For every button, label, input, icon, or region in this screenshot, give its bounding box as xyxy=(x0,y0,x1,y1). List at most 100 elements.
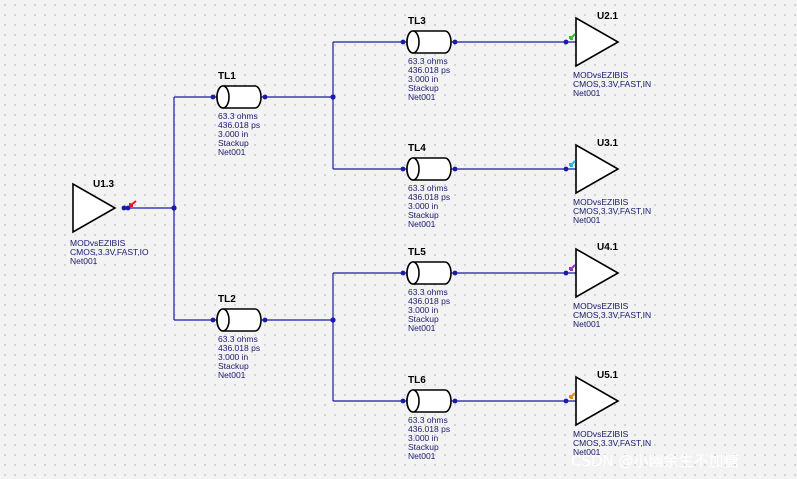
tline-net: Net001 xyxy=(408,219,436,229)
buffer-triangle-icon xyxy=(575,247,620,299)
tline-length: 3.000 in xyxy=(218,352,249,362)
receiver-net: Net001 xyxy=(573,319,601,329)
tline-net: Net001 xyxy=(408,323,436,333)
pin-dot[interactable] xyxy=(563,398,569,404)
tline-impedance: 63.3 ohms xyxy=(408,287,448,297)
tline-delay: 436.018 ps xyxy=(218,343,260,353)
junction-node[interactable] xyxy=(330,317,336,323)
pin-dot[interactable] xyxy=(262,317,268,323)
tline-net: Net001 xyxy=(218,370,246,380)
receiver-model: MODvsEZIBIS xyxy=(573,429,629,439)
tline-length: 3.000 in xyxy=(408,433,439,443)
coax-end-icon xyxy=(216,85,230,109)
coax-end-icon xyxy=(406,261,420,285)
pin-dot[interactable] xyxy=(400,270,406,276)
buffer-triangle-icon xyxy=(72,182,117,234)
receiver-model: MODvsEZIBIS xyxy=(573,301,629,311)
driver-model: MODvsEZIBIS xyxy=(70,238,126,248)
tline-impedance: 63.3 ohms xyxy=(408,56,448,66)
receiver-ref: U3.1 xyxy=(597,138,619,149)
junction-node[interactable] xyxy=(330,94,336,100)
pin-dot[interactable] xyxy=(563,270,569,276)
tline-length: 3.000 in xyxy=(408,74,439,84)
coax-end-icon xyxy=(216,308,230,332)
tline-net: Net001 xyxy=(218,147,246,157)
receiver-net: Net001 xyxy=(573,447,601,457)
buffer-triangle-icon xyxy=(575,375,620,427)
tline-delay: 436.018 ps xyxy=(218,120,260,130)
tline-stackup: Stackup xyxy=(408,442,439,452)
probe-arrow-icon xyxy=(569,33,576,40)
pin-dot[interactable] xyxy=(121,205,127,211)
receiver-ref: U4.1 xyxy=(597,242,619,253)
tline-length: 3.000 in xyxy=(218,129,249,139)
receivers: U2.1MODvsEZIBISCMOS,3.3V,FAST,INNet001U3… xyxy=(563,11,652,457)
tline-stackup: Stackup xyxy=(408,210,439,220)
driver-spec: CMOS,3.3V,FAST,IO xyxy=(70,247,149,257)
tline-impedance: 63.3 ohms xyxy=(218,111,258,121)
coax-end-icon xyxy=(406,389,420,413)
receiver-spec: CMOS,3.3V,FAST,IN xyxy=(573,206,651,216)
probe-arrow-icon xyxy=(569,264,576,271)
tline-stackup: Stackup xyxy=(408,314,439,324)
buffer-triangle-icon xyxy=(575,16,620,68)
pin-dot[interactable] xyxy=(400,166,406,172)
receiver-spec: CMOS,3.3V,FAST,IN xyxy=(573,438,651,448)
tline-ref: TL6 xyxy=(408,375,426,386)
coax-end-icon xyxy=(406,30,420,54)
pin-dot[interactable] xyxy=(563,166,569,172)
receiver-model: MODvsEZIBIS xyxy=(573,197,629,207)
junction-nodes xyxy=(171,94,336,323)
pin-dot[interactable] xyxy=(563,39,569,45)
receiver-ref: U5.1 xyxy=(597,370,619,381)
receiver-net: Net001 xyxy=(573,88,601,98)
tline-ref: TL3 xyxy=(408,16,426,27)
probe-arrow-icon xyxy=(569,160,576,167)
pin-dot[interactable] xyxy=(125,205,131,211)
tline-ref: TL2 xyxy=(218,294,236,305)
receiver-ref: U2.1 xyxy=(597,11,619,22)
driver-net: Net001 xyxy=(70,256,98,266)
tline-delay: 436.018 ps xyxy=(408,296,450,306)
pin-dot[interactable] xyxy=(400,39,406,45)
tline-length: 3.000 in xyxy=(408,305,439,315)
pin-dot[interactable] xyxy=(452,166,458,172)
tline-delay: 436.018 ps xyxy=(408,192,450,202)
tline-stackup: Stackup xyxy=(218,361,249,371)
tline-ref: TL5 xyxy=(408,247,426,258)
tline-ref: TL1 xyxy=(218,71,236,82)
pin-dot[interactable] xyxy=(262,94,268,100)
net-wires xyxy=(123,41,576,402)
tline-impedance: 63.3 ohms xyxy=(408,183,448,193)
pin-dot[interactable] xyxy=(452,39,458,45)
tline-ref: TL4 xyxy=(408,143,426,154)
buffer-triangle-icon xyxy=(575,143,620,195)
tline-stackup: Stackup xyxy=(218,138,249,148)
pin-dot[interactable] xyxy=(210,317,216,323)
driver-u1[interactable]: U1.3 MODvsEZIBIS CMOS,3.3V,FAST,IO Net00… xyxy=(70,179,149,266)
junction-node[interactable] xyxy=(171,205,177,211)
pin-dot[interactable] xyxy=(452,270,458,276)
pin-dot[interactable] xyxy=(400,398,406,404)
pin-dot[interactable] xyxy=(210,94,216,100)
tline-net: Net001 xyxy=(408,92,436,102)
tline-length: 3.000 in xyxy=(408,201,439,211)
receiver-net: Net001 xyxy=(573,215,601,225)
probe-arrow-icon xyxy=(129,200,137,207)
pin-dot[interactable] xyxy=(452,398,458,404)
tline-stackup: Stackup xyxy=(408,83,439,93)
coax-end-icon xyxy=(406,157,420,181)
tline-impedance: 63.3 ohms xyxy=(218,334,258,344)
